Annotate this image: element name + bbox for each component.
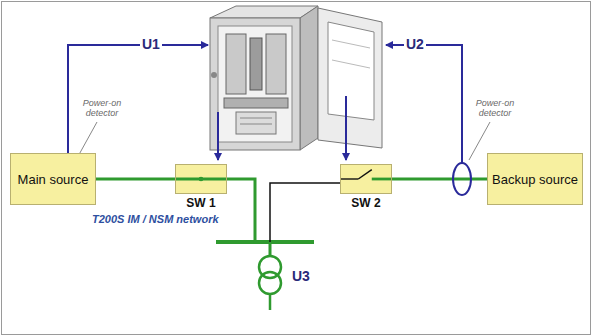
voltage-label: U3 (290, 268, 312, 284)
switch-label: SW 2 (349, 196, 382, 210)
switch-label: SW 1 (184, 196, 217, 210)
power-line (96, 179, 175, 180)
voltage-label: U1 (140, 36, 162, 52)
power-line (392, 179, 487, 180)
source-label: Backup source (488, 154, 582, 187)
source-box: Backup source (487, 153, 583, 205)
source-label: Main source (11, 154, 95, 187)
voltage-label: U2 (404, 36, 426, 52)
detector-note: Power-on detector (78, 98, 126, 118)
source-box: Main source (10, 153, 96, 205)
switch-symbol (341, 165, 391, 193)
switch-box: SW 2 (340, 164, 392, 194)
detector-note: Power-on detector (471, 98, 519, 118)
switch-symbol (176, 165, 226, 193)
power-line (227, 179, 340, 242)
switch-box: SW 1 (175, 164, 227, 194)
network-label: T200S IM / NSM network (92, 213, 219, 225)
